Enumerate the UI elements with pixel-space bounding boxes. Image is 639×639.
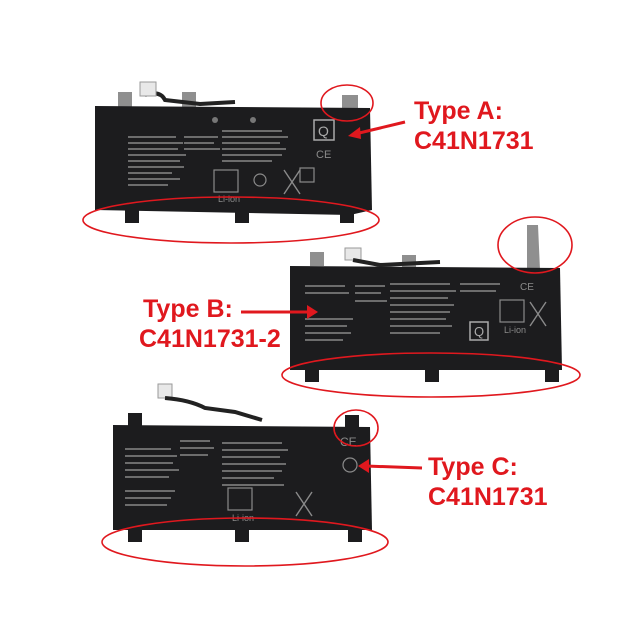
label-type-a: Type A: C41N1731 bbox=[414, 96, 534, 156]
li-ion-mark-a: Li-ion bbox=[218, 194, 240, 204]
svg-text:Q: Q bbox=[474, 324, 484, 339]
highlight-ellipse-a-bottom bbox=[82, 196, 380, 244]
label-type-b-title: Type B: bbox=[143, 295, 233, 323]
label-type-c-title: Type C: bbox=[428, 453, 518, 481]
highlight-ellipse-c-bottom bbox=[101, 517, 389, 567]
battery-c: Li-ion CE bbox=[101, 383, 423, 567]
svg-text:Q: Q bbox=[318, 123, 329, 139]
arrow-a bbox=[354, 120, 406, 136]
label-type-c: Type C: C41N1731 bbox=[428, 452, 548, 512]
li-ion-mark-b: Li-ion bbox=[504, 325, 526, 335]
arrow-c bbox=[365, 464, 423, 470]
highlight-ellipse-c-corner bbox=[333, 409, 379, 447]
label-type-b-model: C41N1731-2 bbox=[139, 325, 281, 353]
label-type-c-model: C41N1731 bbox=[428, 483, 548, 511]
battery-a: Li-ion Q CE bbox=[82, 81, 406, 244]
svg-text:CE: CE bbox=[316, 149, 331, 161]
highlight-ellipse-b-bottom bbox=[281, 352, 581, 398]
label-type-b: Type B: C41N1731-2 bbox=[139, 294, 281, 354]
label-type-a-title: Type A: bbox=[414, 97, 503, 125]
highlight-ellipse-a-corner bbox=[320, 84, 374, 122]
svg-text:CE: CE bbox=[520, 282, 534, 293]
battery-b: Li-ion Q CE bbox=[241, 216, 581, 398]
highlight-ellipse-b-corner bbox=[497, 216, 573, 274]
label-type-a-model: C41N1731 bbox=[414, 127, 534, 155]
